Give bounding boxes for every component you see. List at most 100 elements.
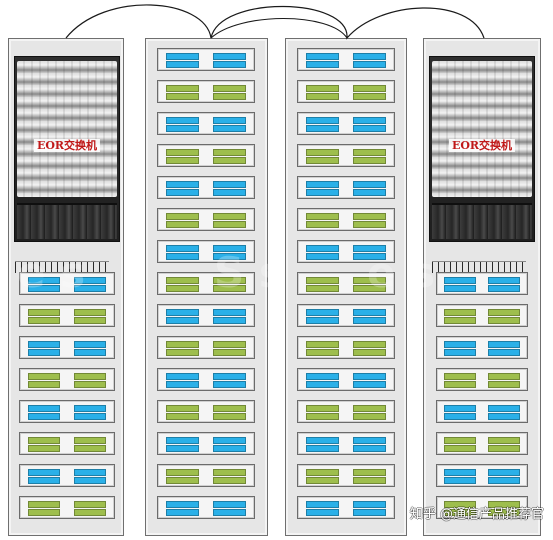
server-unit <box>157 400 255 423</box>
server-unit <box>436 272 528 295</box>
green-port-icon <box>352 349 387 356</box>
blue-port-icon <box>488 341 520 348</box>
green-port-icon <box>352 405 387 412</box>
server-unit <box>157 304 255 327</box>
green-port-icon <box>305 277 340 284</box>
green-port-icon <box>165 93 200 100</box>
blue-port-icon <box>27 349 61 356</box>
blue-port-icon <box>212 437 247 444</box>
server-unit <box>157 496 255 519</box>
green-port-icon <box>212 405 247 412</box>
blue-port-icon <box>73 477 107 484</box>
blue-port-icon <box>488 413 520 420</box>
blue-port-icon <box>305 61 340 68</box>
server-unit <box>297 144 395 167</box>
left-patch-panel <box>15 261 109 273</box>
green-port-icon <box>165 285 200 292</box>
server-unit <box>19 304 115 327</box>
blue-port-icon <box>488 349 520 356</box>
green-port-icon <box>488 317 520 324</box>
green-port-icon <box>305 85 340 92</box>
blue-port-icon <box>73 349 107 356</box>
blue-port-icon <box>165 509 200 516</box>
right-switch-fan-tray <box>432 203 532 239</box>
green-port-icon <box>352 477 387 484</box>
left-switch-line-cards <box>17 61 117 197</box>
green-port-icon <box>488 509 520 516</box>
blue-port-icon <box>73 285 107 292</box>
green-port-icon <box>212 85 247 92</box>
blue-port-icon <box>73 341 107 348</box>
blue-port-icon <box>27 341 61 348</box>
blue-port-icon <box>212 61 247 68</box>
blue-port-icon <box>212 309 247 316</box>
blue-port-icon <box>305 373 340 380</box>
green-port-icon <box>165 413 200 420</box>
link-left-to-right <box>65 4 485 40</box>
server-unit <box>297 48 395 71</box>
server-unit <box>19 432 115 455</box>
server-unit <box>436 368 528 391</box>
green-port-icon <box>305 93 340 100</box>
link-middle-cabinets <box>210 18 348 39</box>
blue-port-icon <box>352 501 387 508</box>
right-eor-cabinet: EOR交换机 <box>423 38 541 536</box>
blue-port-icon <box>352 445 387 452</box>
blue-port-icon <box>27 277 61 284</box>
green-port-icon <box>212 477 247 484</box>
server-unit <box>157 368 255 391</box>
server-unit <box>157 144 255 167</box>
left-eor-switch: EOR交换机 <box>14 56 120 242</box>
blue-port-icon <box>305 381 340 388</box>
blue-port-icon <box>212 245 247 252</box>
green-port-icon <box>352 157 387 164</box>
green-port-icon <box>165 341 200 348</box>
green-port-icon <box>352 341 387 348</box>
green-port-icon <box>305 213 340 220</box>
blue-port-icon <box>73 277 107 284</box>
green-port-icon <box>488 309 520 316</box>
blue-port-icon <box>444 341 476 348</box>
server-unit <box>157 208 255 231</box>
blue-port-icon <box>352 125 387 132</box>
blue-port-icon <box>212 53 247 60</box>
blue-port-icon <box>352 117 387 124</box>
blue-port-icon <box>352 381 387 388</box>
green-port-icon <box>352 93 387 100</box>
blue-port-icon <box>352 53 387 60</box>
green-port-icon <box>212 157 247 164</box>
green-port-icon <box>27 317 61 324</box>
blue-port-icon <box>352 509 387 516</box>
blue-port-icon <box>73 413 107 420</box>
blue-port-icon <box>305 445 340 452</box>
blue-port-icon <box>212 445 247 452</box>
green-port-icon <box>212 93 247 100</box>
server-unit <box>436 304 528 327</box>
blue-port-icon <box>444 277 476 284</box>
server-unit <box>157 336 255 359</box>
blue-port-icon <box>305 437 340 444</box>
green-port-icon <box>165 469 200 476</box>
blue-port-icon <box>488 277 520 284</box>
blue-port-icon <box>444 413 476 420</box>
server-unit <box>297 432 395 455</box>
green-port-icon <box>165 85 200 92</box>
blue-port-icon <box>73 405 107 412</box>
server-unit <box>19 464 115 487</box>
blue-port-icon <box>305 125 340 132</box>
blue-port-icon <box>488 405 520 412</box>
green-port-icon <box>305 469 340 476</box>
green-port-icon <box>444 445 476 452</box>
green-port-icon <box>73 381 107 388</box>
blue-port-icon <box>212 125 247 132</box>
green-port-icon <box>165 405 200 412</box>
green-port-icon <box>444 317 476 324</box>
green-port-icon <box>352 85 387 92</box>
blue-port-icon <box>305 317 340 324</box>
server-unit <box>157 48 255 71</box>
blue-port-icon <box>212 509 247 516</box>
blue-port-icon <box>352 245 387 252</box>
green-port-icon <box>165 477 200 484</box>
server-unit <box>157 80 255 103</box>
green-port-icon <box>212 413 247 420</box>
